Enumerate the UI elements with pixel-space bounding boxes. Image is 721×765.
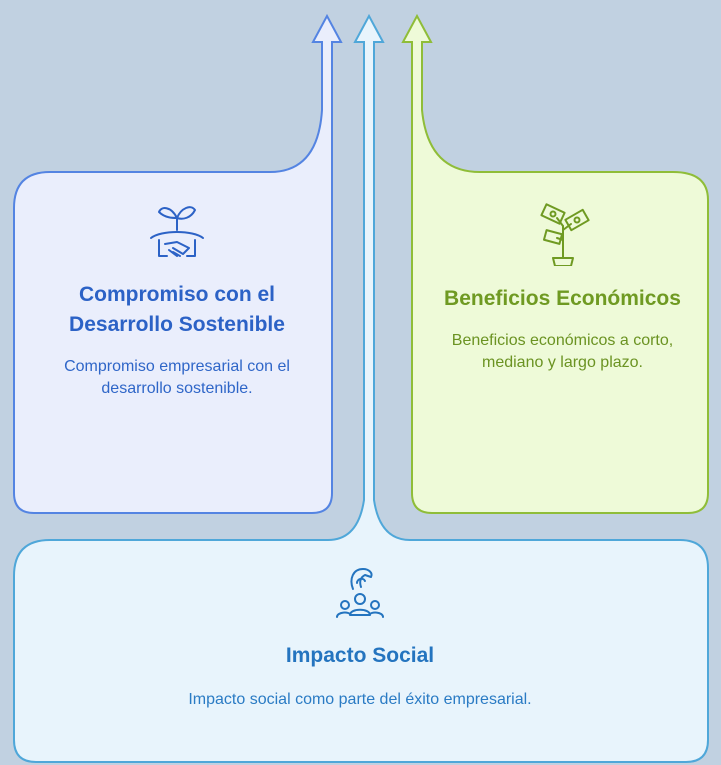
bottom-card-description: Impacto social como parte del éxito empr… — [188, 691, 532, 708]
right-card-content: Beneficios Económicos Beneficios económi… — [420, 200, 705, 374]
bottom-card-content: Impacto Social Impacto social como parte… — [30, 565, 690, 711]
money-plant-icon — [539, 203, 590, 266]
right-arrow-card — [401, 13, 709, 514]
bottom-card-title: Impacto Social — [285, 644, 435, 667]
left-card-content: Compromiso con el Desarrollo Sostenible … — [42, 200, 312, 400]
left-card-title: Compromiso con el Desarrollo Sostenible — [69, 283, 285, 336]
community-hand-icon — [336, 568, 384, 618]
plant-handshake-icon — [150, 206, 204, 257]
left-card-description: Compromiso empresarial con el desarrollo… — [64, 358, 290, 397]
left-arrow-card — [13, 13, 343, 514]
right-card-title: Beneficios Económicos — [444, 287, 681, 310]
bottom-arrow-card — [13, 13, 709, 763]
right-card-description: Beneficios económicos a corto, mediano y… — [451, 332, 674, 371]
